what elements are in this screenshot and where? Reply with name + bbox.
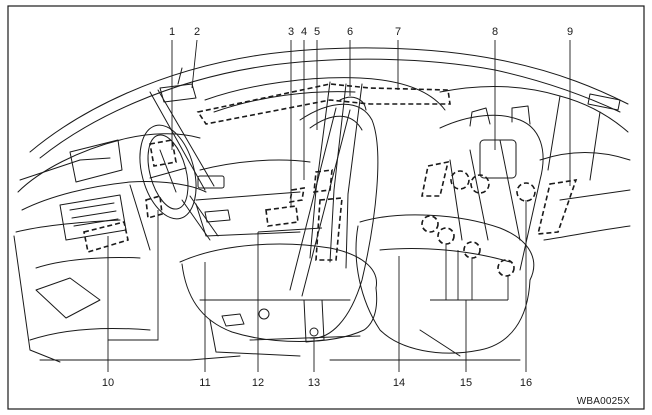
- callout-13: 13: [308, 377, 320, 389]
- callout-7: 7: [395, 26, 401, 38]
- highlight-rear-side: [421, 160, 450, 197]
- highlight-driver-airbag: [149, 139, 177, 167]
- callout-2: 2: [194, 26, 200, 38]
- callout-11: 11: [199, 377, 210, 389]
- callout-5: 5: [314, 26, 320, 38]
- highlight-rear-anchor-5: [437, 227, 455, 245]
- callout-3: 3: [288, 26, 294, 38]
- callout-14: 14: [393, 377, 405, 389]
- highlight-rear-anchor-6: [463, 241, 481, 259]
- highlight-rear-anchor-3: [516, 182, 536, 202]
- callout-4: 4: [301, 26, 307, 38]
- diagram-border: [7, 5, 645, 410]
- callout-6: 6: [347, 26, 353, 38]
- callouts-top: 1 2 3 4 5 6 7 8 9: [169, 26, 573, 38]
- callout-16: 16: [520, 377, 532, 389]
- highlight-seatbelt-pretensioner: [289, 187, 305, 203]
- highlight-rear-curtain: [536, 179, 578, 235]
- car-interior-lineart: [13, 47, 631, 363]
- highlight-rear-anchor-7: [497, 259, 515, 277]
- highlight-rear-anchor-2: [470, 174, 490, 194]
- callouts-bottom: 10 11 12 13 14 15 16: [102, 377, 532, 389]
- highlight-side-airbag-front: [313, 169, 333, 193]
- highlight-curtain-airbag: [196, 83, 451, 125]
- highlight-driver-knee: [145, 194, 163, 220]
- callout-15: 15: [460, 377, 472, 389]
- highlight-regions: [83, 83, 578, 277]
- callout-8: 8: [492, 26, 498, 38]
- callout-12: 12: [252, 377, 264, 389]
- highlight-rear-anchor-1: [450, 170, 470, 190]
- leader-lines: [107, 39, 571, 372]
- highlight-center-airbag: [315, 197, 343, 261]
- figure-code: WBA0025X: [576, 396, 630, 407]
- highlight-occupant-sensor: [265, 205, 299, 227]
- callout-9: 9: [567, 26, 573, 38]
- highlight-passenger-knee: [83, 221, 129, 254]
- callout-10: 10: [102, 377, 114, 389]
- highlight-rear-anchor-4: [421, 215, 439, 233]
- callout-1: 1: [169, 26, 175, 38]
